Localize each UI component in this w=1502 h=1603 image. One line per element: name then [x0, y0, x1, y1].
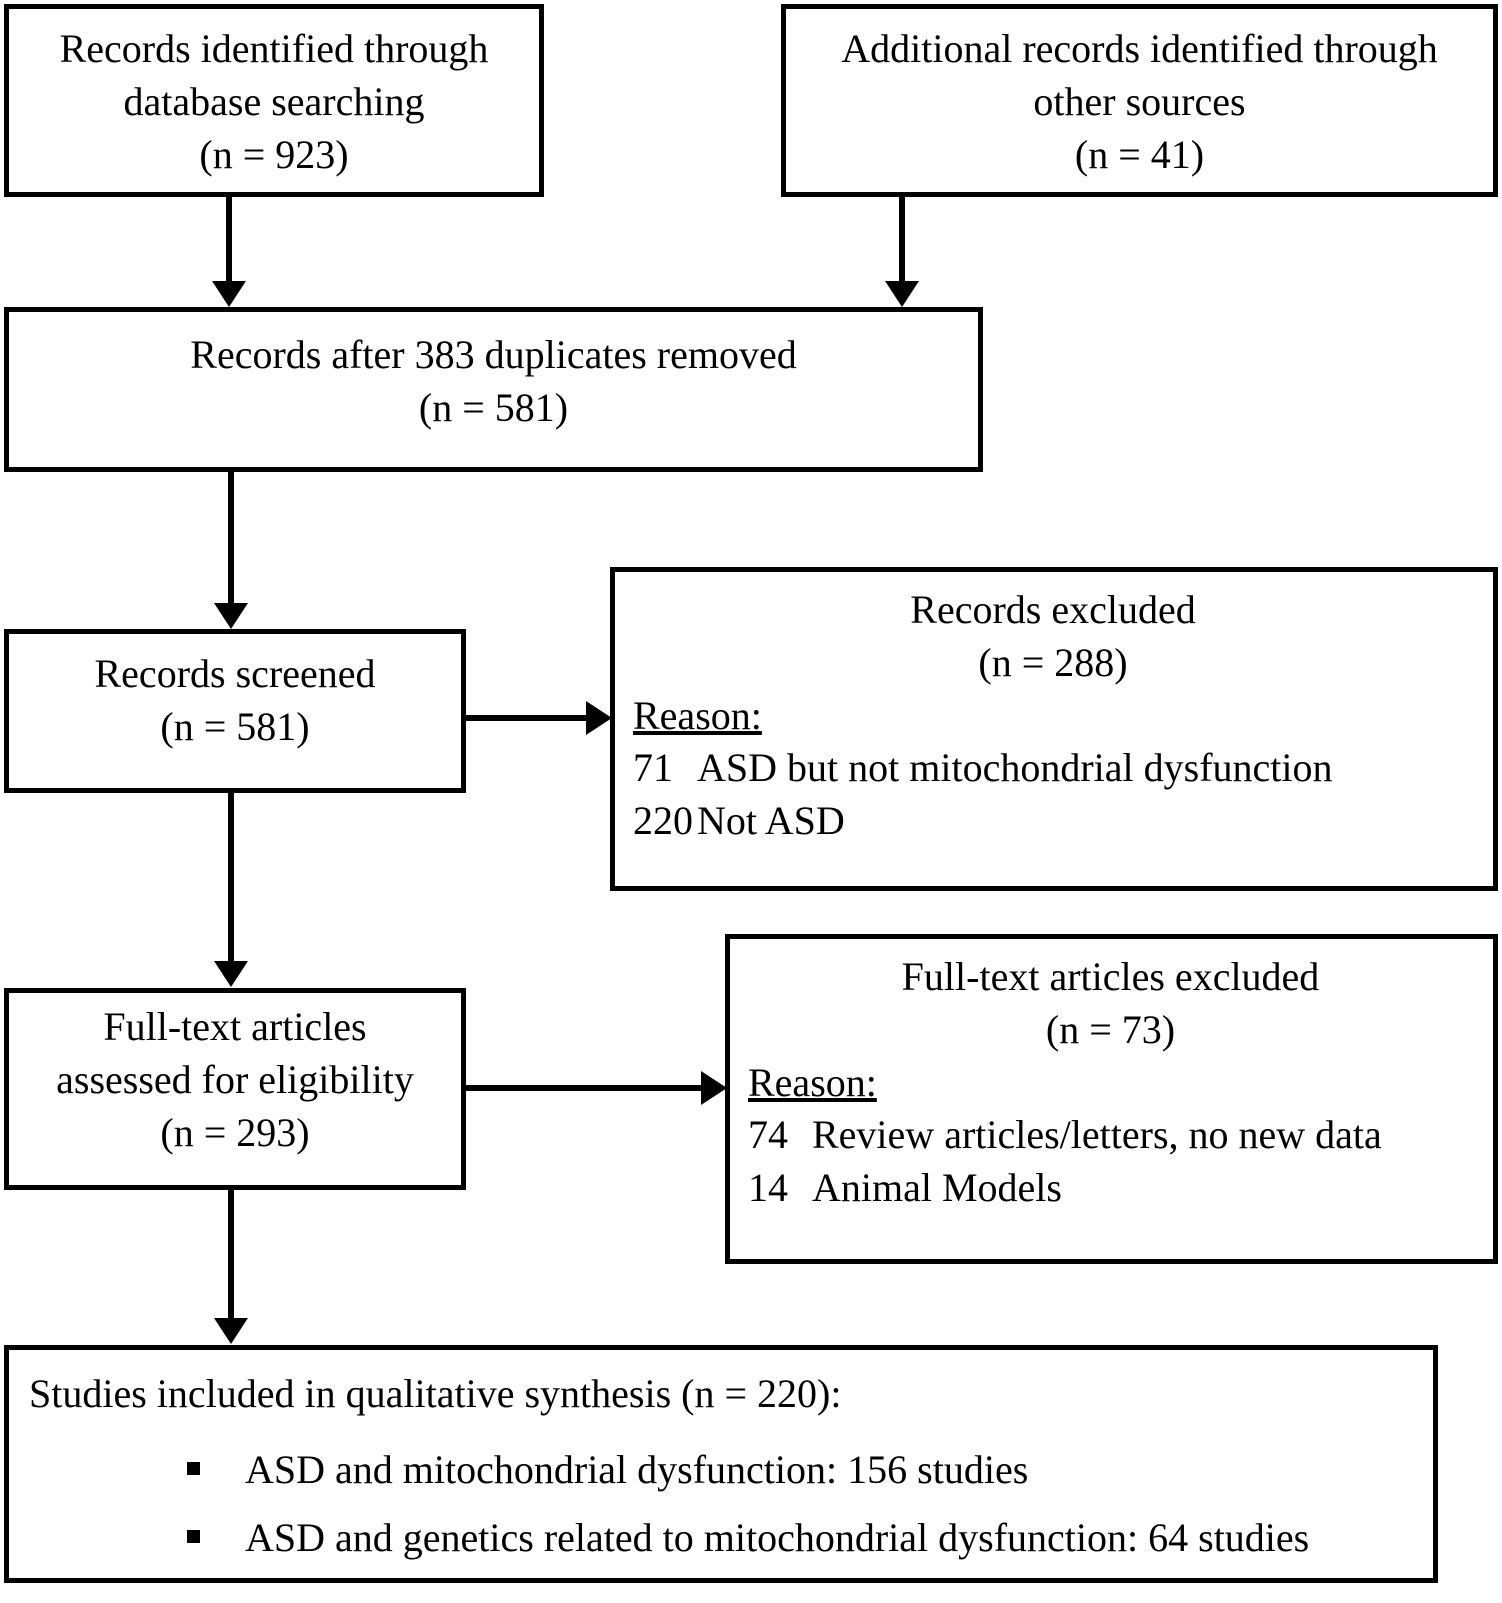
records-excluded-reason-row: 71 ASD but not mitochondrial dysfunction: [633, 742, 1473, 795]
arrowhead-duplicates-to-screened: [214, 603, 248, 629]
fulltext-excluded-reason-1-text: Animal Models: [812, 1165, 1062, 1211]
fulltext-excluded-reason-0-count: 74: [748, 1112, 788, 1158]
records-excluded-reason-1-count: 220: [633, 798, 693, 844]
box-records-identified-other: Additional records identified through ot…: [781, 4, 1498, 197]
fulltext-excluded-reason-1-count: 14: [748, 1165, 788, 1211]
records-identified-database-count: (n = 923): [199, 131, 349, 177]
records-excluded-line1: Records excluded: [910, 587, 1196, 632]
connector-fulltext-to-excluded: [466, 1085, 703, 1091]
fulltext-excluded-line1: Full-text articles excluded: [901, 954, 1320, 999]
box-fulltext-assessed: Full-text articles assessed for eligibil…: [4, 988, 466, 1190]
records-identified-database-line2: database searching: [123, 78, 425, 124]
box-duplicates-removed: Records after 383 duplicates removed (n …: [4, 307, 983, 472]
records-excluded-count: (n = 288): [978, 639, 1128, 685]
connector-duplicates-to-screened: [228, 472, 234, 604]
connector-identified-db-to-duplicates: [226, 197, 232, 283]
arrowhead-fulltext-to-included: [214, 1318, 248, 1344]
box-records-identified-database: Records identified through database sear…: [4, 4, 544, 197]
connector-fulltext-to-included: [228, 1190, 234, 1320]
records-screened-count: (n = 581): [160, 703, 310, 749]
records-identified-other-line2: other sources: [1033, 78, 1246, 124]
arrowhead-fulltext-to-excluded: [701, 1071, 727, 1105]
box-records-screened: Records screened (n = 581): [4, 629, 466, 793]
connector-screened-to-excluded: [466, 715, 588, 721]
records-excluded-reason-1-text: Not ASD: [697, 798, 845, 844]
records-identified-other-line1: Additional records identified through: [841, 26, 1438, 71]
arrowhead-identified-db-to-duplicates: [212, 281, 246, 307]
records-excluded-reason-0-text: ASD but not mitochondrial dysfunction: [697, 745, 1333, 791]
duplicates-removed-count: (n = 581): [418, 384, 569, 430]
records-screened-line1: Records screened: [94, 651, 376, 696]
fulltext-excluded-reason-row: 14 Animal Models: [748, 1162, 1473, 1215]
studies-included-bullet-0: ASD and mitochondrial dysfunction: 156 s…: [245, 1446, 1029, 1492]
arrowhead-screened-to-excluded: [586, 701, 612, 735]
records-excluded-reason-label: Reason:: [633, 692, 762, 738]
fulltext-excluded-count: (n = 73): [1045, 1006, 1176, 1052]
fulltext-assessed-count: (n = 293): [160, 1109, 310, 1155]
connector-screened-to-fulltext: [228, 793, 234, 963]
duplicates-removed-line1: Records after 383 duplicates removed: [190, 332, 797, 377]
records-excluded-reason-row: 220 Not ASD: [633, 795, 1473, 848]
box-records-excluded: Records excluded (n = 288) Reason: 71 AS…: [610, 567, 1498, 891]
connector-identified-other-to-duplicates: [899, 197, 905, 283]
box-studies-included: Studies included in qualitative synthesi…: [4, 1345, 1438, 1583]
arrowhead-identified-other-to-duplicates: [885, 281, 919, 307]
fulltext-excluded-reason-0-text: Review articles/letters, no new data: [812, 1112, 1382, 1158]
square-bullet-icon: [187, 1529, 200, 1543]
records-identified-database-line1: Records identified through: [59, 26, 489, 71]
square-bullet-icon: [187, 1461, 200, 1475]
studies-included-heading: Studies included in qualitative synthesi…: [29, 1371, 842, 1416]
list-item: ASD and genetics related to mitochondria…: [187, 1511, 1413, 1565]
list-item: ASD and mitochondrial dysfunction: 156 s…: [187, 1443, 1413, 1497]
fulltext-excluded-reason-label: Reason:: [748, 1059, 877, 1105]
box-fulltext-excluded: Full-text articles excluded (n = 73) Rea…: [725, 934, 1498, 1264]
arrowhead-screened-to-fulltext: [214, 961, 248, 987]
records-excluded-reason-0-count: 71: [633, 745, 673, 791]
fulltext-assessed-line1: Full-text articles: [103, 1004, 367, 1049]
studies-included-bullet-1: ASD and genetics related to mitochondria…: [245, 1514, 1310, 1560]
records-identified-other-count: (n = 41): [1074, 131, 1205, 177]
fulltext-excluded-reason-row: 74 Review articles/letters, no new data: [748, 1109, 1473, 1162]
fulltext-assessed-line2: assessed for eligibility: [56, 1056, 414, 1102]
